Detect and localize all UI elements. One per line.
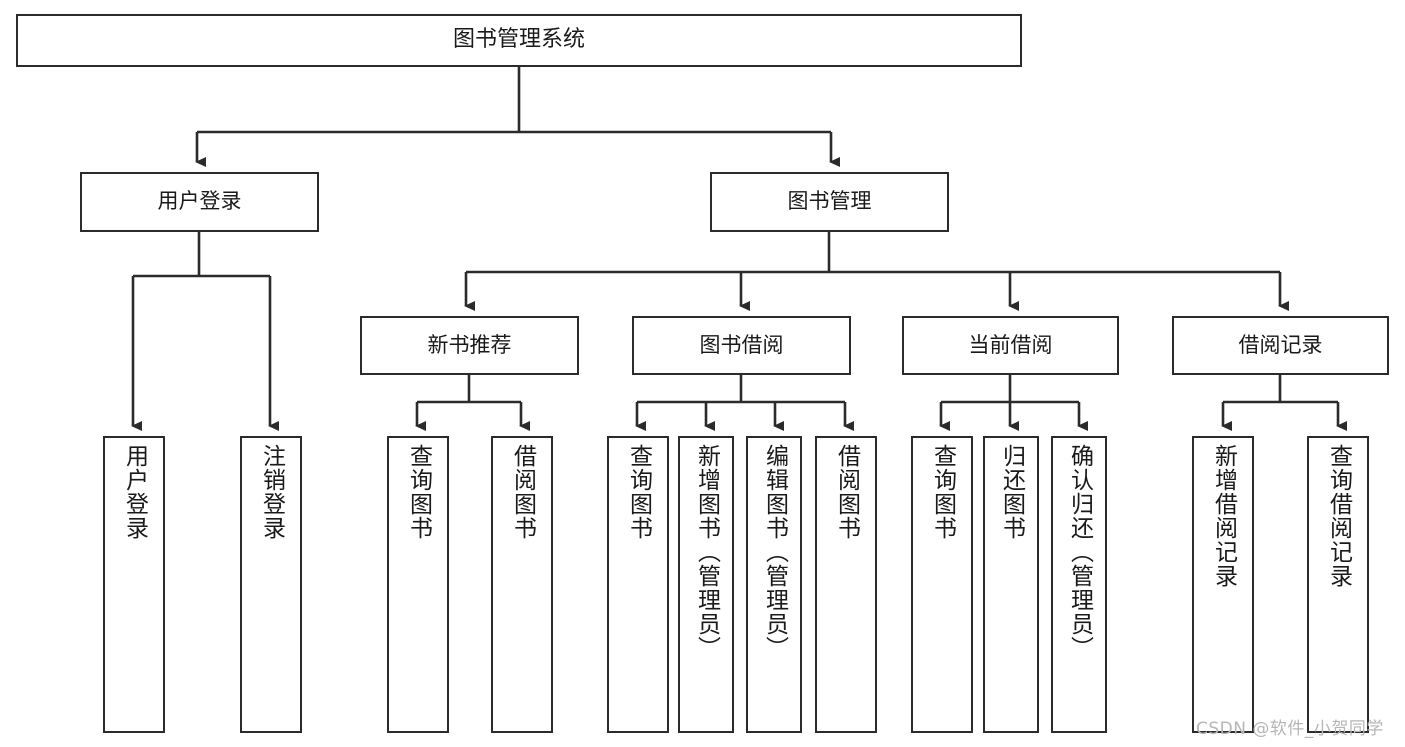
node-borrow-record[interactable]: 借阅记录 <box>1172 316 1389 375</box>
node-label: 借阅图书 <box>509 444 536 540</box>
node-label: 查询图书 <box>929 444 956 540</box>
leaf-current-borrow-confirm-return[interactable]: 确认归还（管理员） <box>1051 436 1107 733</box>
leaf-book-borrow-add[interactable]: 新增图书（管理员） <box>678 436 734 733</box>
leaf-borrow-record-query[interactable]: 查询借阅记录 <box>1307 436 1369 733</box>
leaf-book-borrow-edit[interactable]: 编辑图书（管理员） <box>746 436 802 733</box>
node-label: 确认归还（管理员） <box>1066 444 1093 660</box>
node-label: 图书管理系统 <box>452 27 585 53</box>
node-label: 用户登录 <box>121 444 148 540</box>
node-label: 新增图书（管理员） <box>693 444 720 660</box>
node-label: 图书借阅 <box>699 332 784 357</box>
leaf-borrow-record-add[interactable]: 新增借阅记录 <box>1192 436 1254 733</box>
node-label: 借阅图书 <box>833 444 860 540</box>
node-label: 借阅记录 <box>1238 332 1323 357</box>
node-label: 查询图书 <box>405 444 432 540</box>
node-label: 用户登录 <box>157 189 242 214</box>
node-label: 查询借阅记录 <box>1325 444 1352 588</box>
leaf-current-borrow-return[interactable]: 归还图书 <box>983 436 1039 733</box>
leaf-book-borrow-borrow[interactable]: 借阅图书 <box>815 436 877 733</box>
node-new-book-recommend[interactable]: 新书推荐 <box>360 316 579 375</box>
leaf-current-borrow-query[interactable]: 查询图书 <box>911 436 973 733</box>
leaf-user-login-logout[interactable]: 注销登录 <box>240 436 302 733</box>
node-label: 当前借阅 <box>968 332 1053 357</box>
leaf-user-login-login[interactable]: 用户登录 <box>103 436 165 733</box>
node-current-borrow[interactable]: 当前借阅 <box>902 316 1119 375</box>
node-label: 查询图书 <box>625 444 652 540</box>
node-label: 新书推荐 <box>427 332 512 357</box>
leaf-new-book-borrow[interactable]: 借阅图书 <box>491 436 553 733</box>
leaf-book-borrow-query[interactable]: 查询图书 <box>607 436 669 733</box>
node-book-borrow[interactable]: 图书借阅 <box>632 316 851 375</box>
node-label: 编辑图书（管理员） <box>761 444 788 660</box>
node-root-system[interactable]: 图书管理系统 <box>16 14 1022 67</box>
node-book-management[interactable]: 图书管理 <box>710 172 949 232</box>
leaf-new-book-query[interactable]: 查询图书 <box>387 436 449 733</box>
csdn-watermark: CSDN @软件_小贺同学 <box>1196 719 1384 739</box>
node-user-login[interactable]: 用户登录 <box>80 172 319 232</box>
node-label: 注销登录 <box>258 444 285 540</box>
node-label: 归还图书 <box>998 444 1025 540</box>
node-label: 新增借阅记录 <box>1210 444 1237 588</box>
node-label: 图书管理 <box>787 189 872 214</box>
